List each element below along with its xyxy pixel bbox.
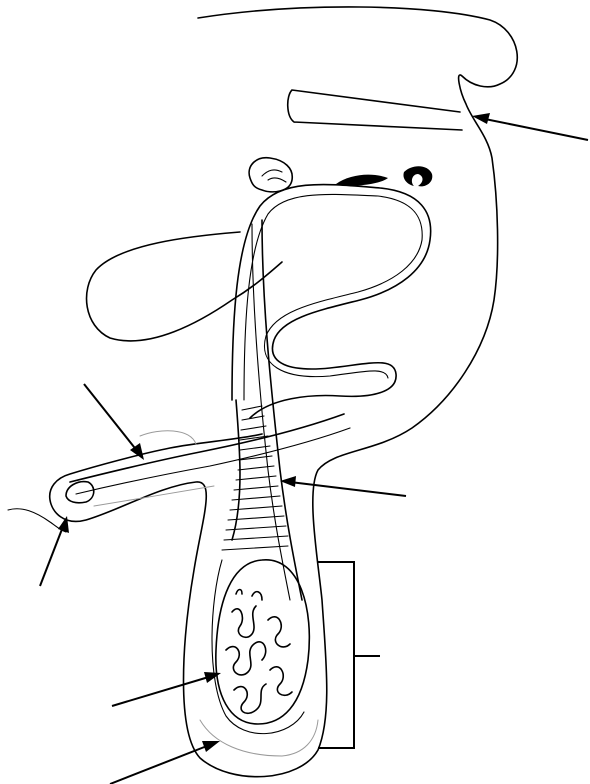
leader-arrow-2 bbox=[84, 384, 144, 460]
skin-wrinkle bbox=[8, 509, 66, 532]
leader-arrow-1 bbox=[472, 113, 588, 140]
glans-outline bbox=[66, 482, 94, 503]
ejaculatory-blob bbox=[403, 166, 432, 186]
urethra-shaft bbox=[70, 414, 344, 482]
leader-arrow-6 bbox=[110, 741, 220, 784]
leader-arrow-5 bbox=[112, 672, 221, 706]
vas-deferens-inner bbox=[244, 194, 422, 400]
leader-arrow-4 bbox=[40, 516, 69, 586]
spermatic-cord-right bbox=[262, 220, 302, 600]
corpus-faint-2 bbox=[94, 486, 214, 506]
epididymis-stripes bbox=[222, 406, 288, 550]
testis-bracket bbox=[318, 562, 380, 748]
seminiferous-tubules bbox=[226, 590, 292, 714]
leader-arrow-3 bbox=[280, 476, 406, 496]
seminal-vesicle-blob bbox=[336, 175, 388, 186]
testis-outline bbox=[216, 560, 310, 724]
body-outline bbox=[50, 7, 518, 777]
corpus-faint-1 bbox=[140, 431, 196, 444]
pubic-bone-tube bbox=[288, 90, 462, 130]
prostate-gland bbox=[249, 158, 292, 192]
prostate-detail bbox=[262, 170, 286, 182]
scrotum-faint bbox=[200, 720, 318, 756]
